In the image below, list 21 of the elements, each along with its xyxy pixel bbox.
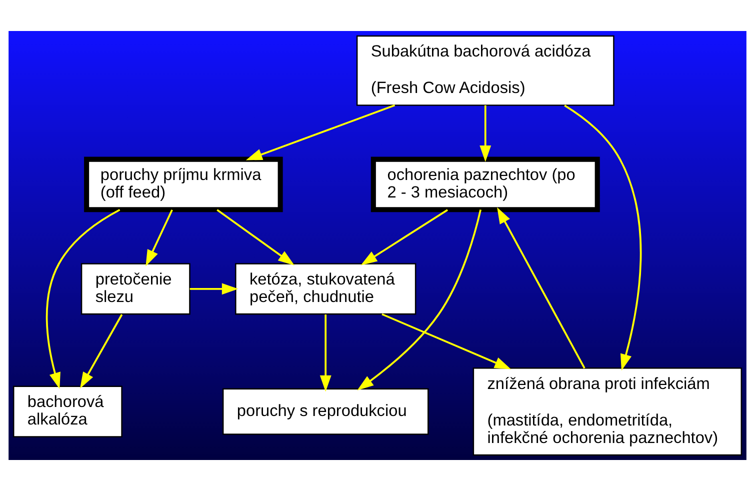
node-box: poruchy s reprodukciou [222, 388, 429, 435]
arrow [216, 209, 294, 266]
arrow [46, 208, 120, 389]
arrow [320, 314, 332, 392]
node-box: poruchy príjmu krmiva (off feed) [84, 156, 283, 212]
arrow [497, 207, 586, 369]
arrow [480, 105, 492, 162]
arrow [146, 210, 173, 266]
node-box: bachorová alkalóza [12, 386, 122, 438]
arrow [80, 314, 123, 388]
arrow [360, 209, 448, 266]
arrow [246, 104, 396, 160]
node-box: ketóza, stukovatená pečeň, chudnutie [235, 263, 416, 315]
arrow [564, 104, 642, 371]
node-box: znížená obrana proti infekciám (mastitída, endometritída, infekčné ochorenia paznechtov) [472, 368, 742, 456]
node-box: ochorenia paznechtov (po 2 - 3 mesiacoch) [370, 156, 600, 212]
arrow [382, 313, 511, 370]
arrow [357, 209, 482, 390]
arrow [190, 283, 238, 295]
node-box: pretočenie slezu [80, 263, 190, 315]
node-box: Subakútna bachorová acidóza (Fresh Cow Acidosis) [356, 35, 614, 106]
